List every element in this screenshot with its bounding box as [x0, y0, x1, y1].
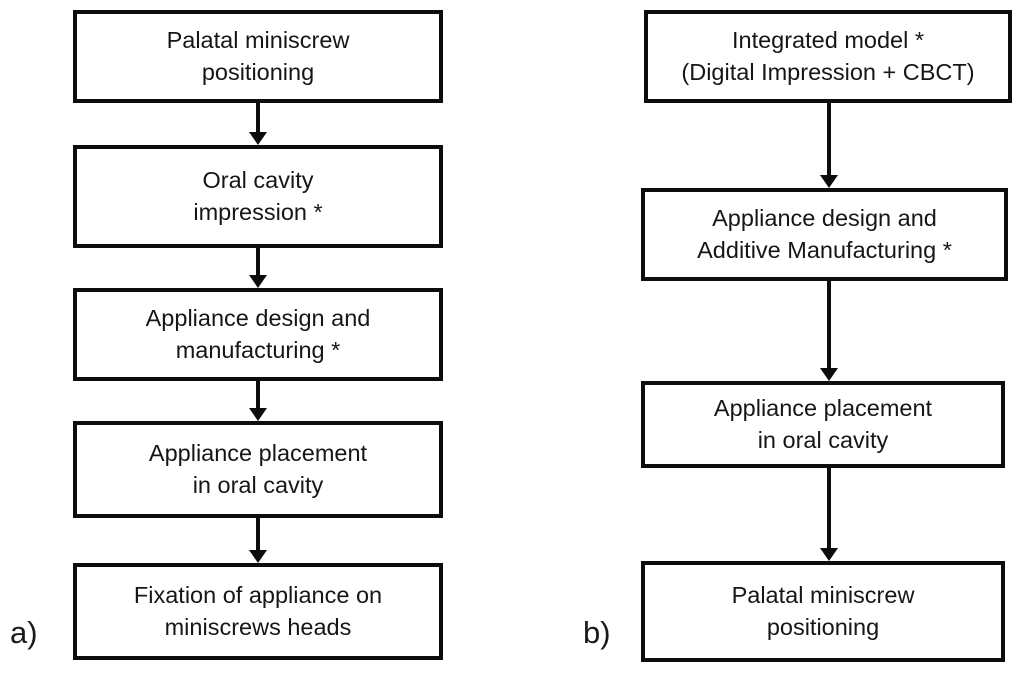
panel-label-b: b): [583, 615, 611, 650]
arrow-head: [249, 550, 267, 563]
flow-box-a-3: Appliance design and manufacturing *: [73, 288, 443, 381]
arrow-shaft: [827, 468, 831, 548]
arrow-head: [249, 132, 267, 145]
arrow-head: [249, 275, 267, 288]
arrow-shaft: [256, 518, 260, 550]
flow-box-a-4: Appliance placement in oral cavity: [73, 421, 443, 518]
flow-box-b-2: Appliance design and Additive Manufactur…: [641, 188, 1008, 281]
flow-box-a-2: Oral cavity impression *: [73, 145, 443, 248]
arrow-head: [820, 548, 838, 561]
flow-box-b-3: Appliance placement in oral cavity: [641, 381, 1005, 468]
arrow-head: [249, 408, 267, 421]
flow-box-a-1: Palatal miniscrew positioning: [73, 10, 443, 103]
arrow-head: [820, 175, 838, 188]
arrow-shaft: [256, 381, 260, 408]
flow-box-a-5: Fixation of appliance on miniscrews head…: [73, 563, 443, 660]
arrow-shaft: [827, 281, 831, 368]
flow-box-b-1: Integrated model * (Digital Impression +…: [644, 10, 1012, 103]
arrow-shaft: [256, 103, 260, 132]
flow-box-b-4: Palatal miniscrew positioning: [641, 561, 1005, 662]
panel-label-a: a): [10, 615, 38, 650]
arrow-shaft: [256, 248, 260, 275]
arrow-shaft: [827, 103, 831, 175]
arrow-head: [820, 368, 838, 381]
